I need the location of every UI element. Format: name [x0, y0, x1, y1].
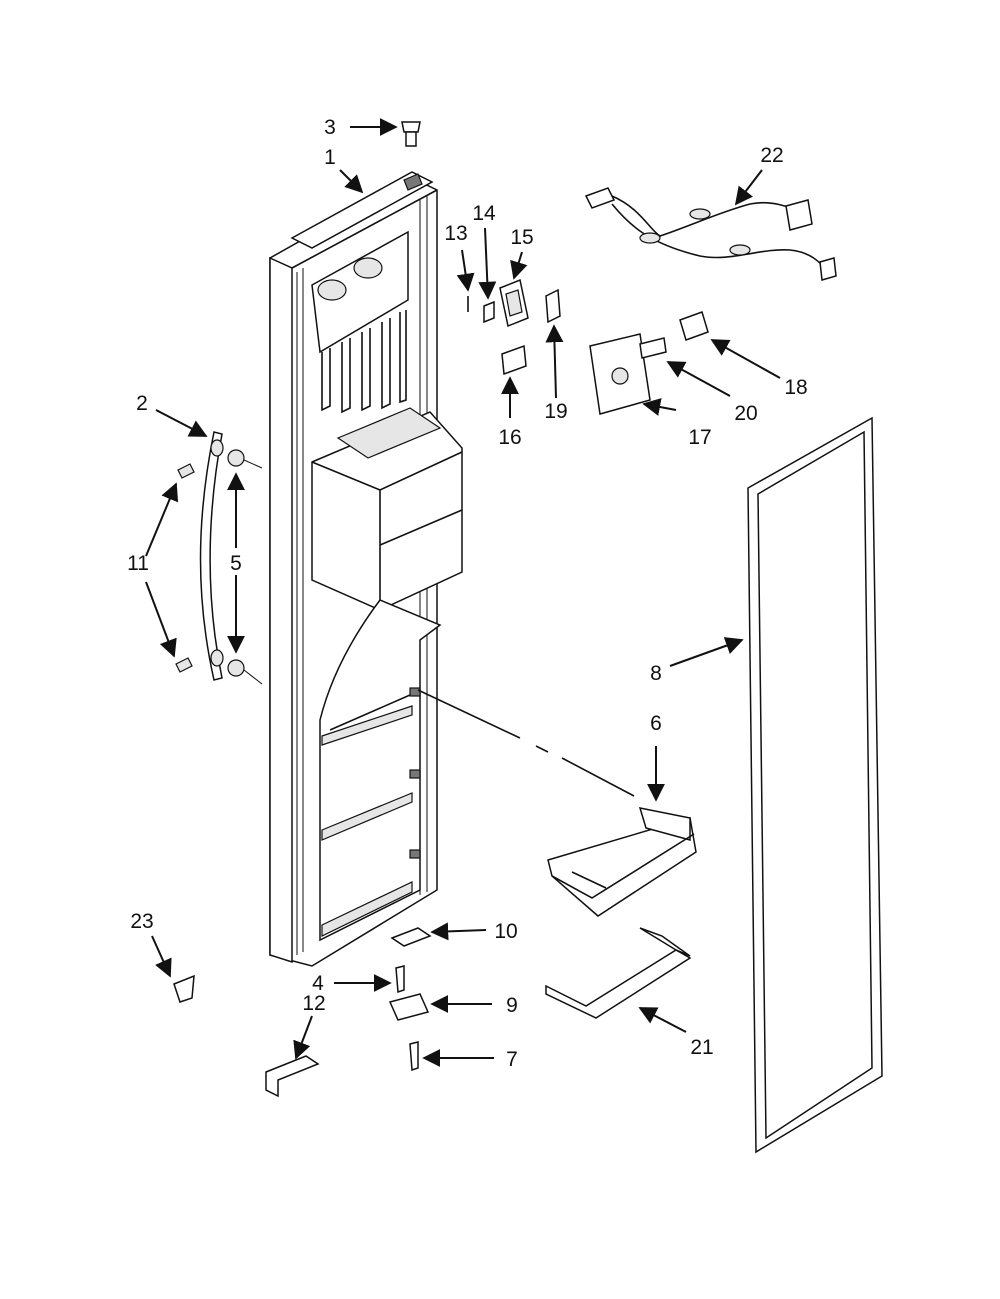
callout-22: 22	[760, 144, 783, 167]
callout-13: 13	[444, 222, 467, 245]
callout-7: 7	[506, 1048, 518, 1071]
hinge-parts	[265, 922, 494, 1098]
callout-16: 16	[498, 426, 521, 449]
callout-14: 14	[472, 202, 496, 225]
callout-15: 15	[510, 226, 533, 249]
callout-21: 21	[690, 1036, 713, 1059]
callout-9: 9	[506, 994, 518, 1017]
callout-12: 12	[302, 992, 325, 1015]
callout-5: 5	[230, 552, 242, 575]
small-parts-upper	[456, 227, 564, 418]
part-11-screws	[145, 463, 195, 673]
callout-20: 20	[734, 402, 757, 425]
part-21-bin-rail	[545, 927, 692, 1033]
part-23-plug	[151, 935, 195, 1003]
callout-11: 11	[127, 552, 149, 575]
dispenser-module-parts	[589, 311, 781, 416]
callout-18: 18	[784, 376, 807, 399]
callout-10: 10	[494, 920, 517, 943]
part-22-wire-harness	[584, 169, 837, 281]
part-3-plug	[350, 118, 421, 147]
part-2-handle	[155, 409, 224, 681]
callout-6: 6	[650, 712, 662, 735]
part-8-door-gasket	[669, 416, 883, 1154]
callout-8: 8	[650, 662, 662, 685]
callout-3: 3	[324, 116, 336, 139]
callout-4: 4	[312, 972, 324, 995]
callout-17: 17	[688, 426, 711, 449]
door-assembly	[269, 169, 463, 967]
callout-labels: 1 2 3 4 5 6 7 8 9 10 11 12 13 14 15 16 1…	[127, 116, 808, 1071]
part-6-door-bin	[417, 689, 697, 917]
callout-1: 1	[324, 146, 336, 169]
callout-19: 19	[544, 400, 567, 423]
callout-2: 2	[136, 392, 148, 415]
part-5-spacers	[227, 449, 263, 685]
callout-23: 23	[130, 910, 153, 933]
